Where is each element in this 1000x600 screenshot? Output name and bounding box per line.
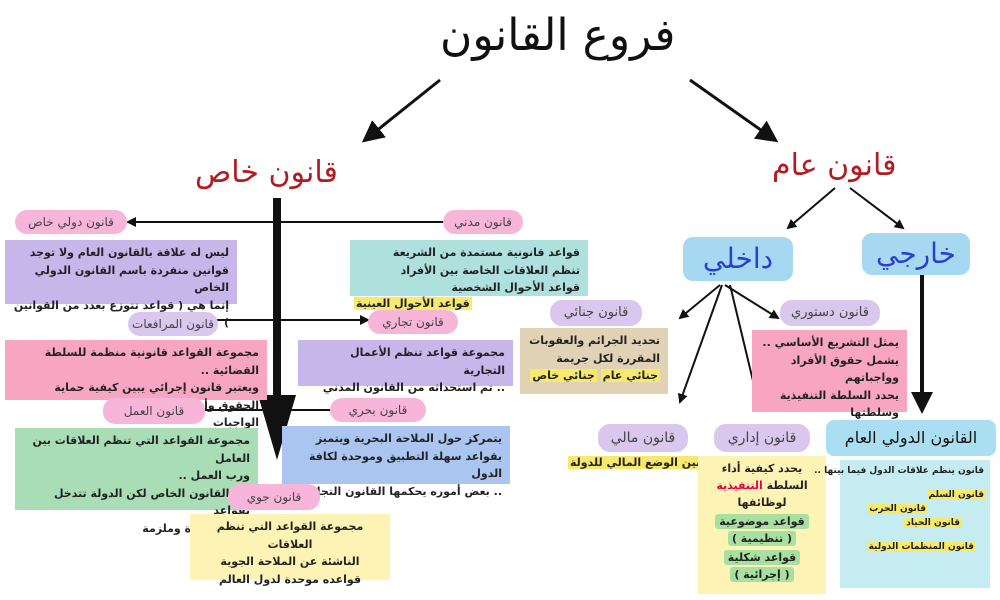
text-line: وسلطتها xyxy=(850,406,899,420)
text-line: قانون ينظم علاقات الدول فيما بينها .. xyxy=(814,466,984,476)
text-span: السلطة xyxy=(766,479,808,493)
text-line: تحديد الجرائم والعقوبات xyxy=(529,334,660,347)
maritime-law-description: يتمركز حول الملاحة البحرية ويتميز بقواعد… xyxy=(282,426,510,498)
tag-text: قواعد شكلية xyxy=(723,550,801,566)
text-line: .. بعض أموره يحكمها القانون التجاري xyxy=(300,484,502,498)
air-law-label: قانون جوي xyxy=(228,484,320,510)
text-line: ليس له علاقة بالقانون العام ولا توجد xyxy=(29,246,229,259)
text-line: الناشئة عن الملاحة الجوية xyxy=(220,555,360,569)
text-line: المقررة لكل جريمة xyxy=(556,351,660,365)
text-line: قواعده موحدة لدول العالم xyxy=(218,572,362,586)
text-line: مجموعة القواعد التي تنظم العلاقات xyxy=(216,520,364,551)
public-intl-law-description: قانون ينظم علاقات الدول فيما بينها .. قا… xyxy=(814,460,990,588)
text-line: يتمركز حول الملاحة البحرية ويتميز xyxy=(315,432,502,445)
commercial-law-description: مجموعة قواعد تنظم الأعمال التجارية .. تم… xyxy=(298,340,513,394)
item-text: قانون المنظمات الدولية xyxy=(866,542,976,552)
labor-law-description: مجموعة القواعد التي تنظم العلاقات بين ال… xyxy=(15,428,258,535)
text-line: ويعتبر قانون إجرائي يبين كيفية حماية الح… xyxy=(54,381,259,412)
text-line: يحدد السلطة التنفيذية xyxy=(779,388,899,402)
text-line: الواجبات xyxy=(212,416,259,430)
civil-law-label: قانون مدني xyxy=(443,210,523,234)
text-line: لوظائفها xyxy=(737,496,787,510)
text-line: مجموعة القواعد قانونية منظمة للسلطة القض… xyxy=(44,346,259,377)
text-line: بقواعد سهلة التطبيق وموحدة لكافة الدول xyxy=(309,449,502,481)
constitutional-law-description: يمثل التشريع الأساسي .. يشمل حقوق الأفرا… xyxy=(752,330,907,419)
text-line: مجموعة قواعد تنظم الأعمال التجارية xyxy=(350,346,505,377)
criminal-law-description: تحديد الجرائم والعقوبات المقررة لكل جريم… xyxy=(520,328,668,394)
highlight: قواعد الأحوال العينية xyxy=(354,297,472,310)
text-line: قواعد قانونية مستمدة من الشريعة xyxy=(392,246,580,259)
text-line: ورب العمل .. xyxy=(178,469,250,483)
item-text: قانون الحرب xyxy=(867,504,928,514)
private-law-heading: قانون خاص xyxy=(195,155,338,190)
procedures-law-description: مجموعة القواعد قانونية منظمة للسلطة القض… xyxy=(5,340,267,429)
financial-law-label: قانون مالي xyxy=(598,424,688,452)
highlight: يبين الوضع المالي للدولة xyxy=(568,456,707,469)
maritime-law-label: قانون بحري xyxy=(330,398,426,422)
highlight-executive: التنفيذية xyxy=(716,479,763,493)
air-law-description: مجموعة القواعد التي تنظم العلاقات الناشئ… xyxy=(190,514,390,586)
procedures-law-label: قانون المرافعات xyxy=(128,312,218,336)
tag-text: ( إجرائية ) xyxy=(730,567,794,583)
substantive-rules-tag: قواعد موضوعية( تنظيمية ) xyxy=(706,513,818,547)
text-line: تنظم العلاقات الخاصة بين الأفراد xyxy=(400,263,580,277)
neutrality-law-item: قانون الحياد xyxy=(904,518,962,528)
formal-rules-tag: قواعد شكلية( إجرائية ) xyxy=(706,549,818,583)
tag-special-criminal: جنائي خاص xyxy=(530,369,597,383)
tag-text: قواعد موضوعية xyxy=(715,514,809,530)
labor-law-label: قانون العمل xyxy=(103,398,205,424)
item-text: قانون الحياد xyxy=(904,518,962,528)
private-intl-law-label: قانون دولي خاص xyxy=(15,210,127,234)
peace-law-item: قانون السلم xyxy=(926,490,986,500)
civil-law-description: قواعد قانونية مستمدة من الشريعة تنظم الع… xyxy=(350,240,588,296)
commercial-law-label: قانون تجاري xyxy=(368,310,458,334)
diagram-title: فروع القانون xyxy=(440,10,676,61)
financial-law-description: يبين الوضع المالي للدولة xyxy=(568,456,707,469)
text-line: يشمل حقوق الأفراد وواجباتهم xyxy=(790,353,899,385)
tag-general-criminal: جنائي عام xyxy=(600,369,660,383)
text-line: يمثل التشريع الأساسي .. xyxy=(762,336,899,349)
constitutional-law-label: قانون دستوري xyxy=(780,300,880,326)
private-intl-law-description: ليس له علاقة بالقانون العام ولا توجد قوا… xyxy=(5,240,237,329)
criminal-law-tags: جنائي عام جنائي خاص xyxy=(528,367,660,385)
public-intl-law-label: القانون الدولي العام xyxy=(826,420,996,456)
administrative-law-description: يحدد كيفية أداء السلطة التنفيذية لوظائفه… xyxy=(698,456,826,594)
internal-law-node: داخلي xyxy=(683,237,793,281)
text-line: .. تم استحداثه من القانون المدني xyxy=(322,381,505,395)
war-law-item: قانون الحرب xyxy=(867,504,928,514)
text-line: إنما هي ( قواعد تتوزع بعدد من القوانين ) xyxy=(13,298,229,330)
external-law-node: خارجي xyxy=(862,233,970,275)
text-line: يحدد كيفية أداء xyxy=(721,462,803,475)
text-line: السلطة التنفيذية xyxy=(706,477,818,494)
public-law-heading: قانون عام xyxy=(772,148,897,183)
criminal-law-label: قانون جنائي xyxy=(550,300,642,326)
text-line: مجموعة القواعد التي تنظم العلاقات بين ال… xyxy=(32,434,250,465)
text-line: قوانين منفردة باسم القانون الدولي الخاص xyxy=(34,263,229,295)
intl-organizations-law-item: قانون المنظمات الدولية xyxy=(866,542,976,552)
item-text: قانون السلم xyxy=(926,490,986,500)
civil-law-extra: قواعد الأحوال العينية xyxy=(354,297,472,310)
administrative-law-label: قانون إداري xyxy=(714,424,810,452)
text-line: قواعد الأحوال الشخصية xyxy=(451,281,580,295)
tag-text: ( تنظيمية ) xyxy=(727,531,797,547)
